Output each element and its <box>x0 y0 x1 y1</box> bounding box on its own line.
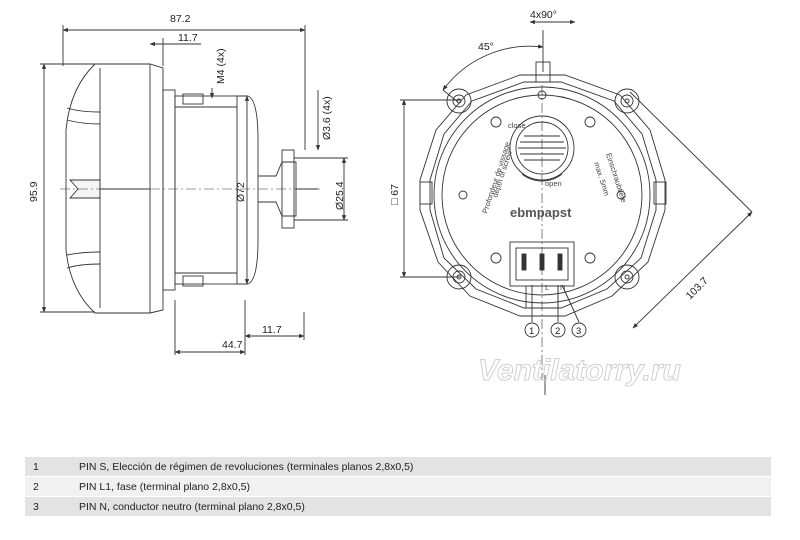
legend-number: 2 <box>25 476 71 497</box>
dim-square-size: □ 67 <box>389 184 401 205</box>
callout-2: 2 <box>555 326 560 337</box>
connector-pin-l: L <box>545 283 549 292</box>
engraving-open: open <box>545 179 562 188</box>
engraving-screw-right-1: Einschraubtiefe <box>604 152 629 204</box>
watermark: Ventilatorry.ru <box>478 354 681 387</box>
dim-boss-diameter: Ø25.4 <box>334 181 346 210</box>
legend-description: PIN S, Elección de régimen de revolucion… <box>71 457 771 477</box>
dim-pattern-angle: 4x90° <box>530 9 557 21</box>
dim-thread-spec: M4 (4x) <box>215 48 227 84</box>
side-view <box>40 25 348 355</box>
legend-number: 3 <box>25 496 71 517</box>
callout-3: 3 <box>576 326 581 337</box>
dim-body-length: 44.7 <box>222 339 243 351</box>
callout-1: 1 <box>529 326 534 337</box>
dim-flange-offset-top: 11.7 <box>178 32 198 44</box>
dim-offset-angle: 45° <box>478 41 494 53</box>
front-view <box>400 19 753 395</box>
engraving-close: close <box>508 121 526 130</box>
legend-row: 3 PIN N, conductor neutro (terminal plan… <box>25 496 771 517</box>
dim-overall-length: 87.2 <box>170 13 191 25</box>
legend-description: PIN N, conductor neutro (terminal plano … <box>71 496 771 517</box>
dim-pilot-diameter: Ø72 <box>235 182 247 202</box>
side-view-labels: 87.2 11.7 M4 (4x) 95.9 Ø72 Ø3.6 (4x) Ø25… <box>28 13 346 351</box>
dim-diagonal: 103.7 <box>684 275 711 302</box>
legend-row: 1 PIN S, Elección de régimen de revoluci… <box>25 457 771 477</box>
legend-row: 2 PIN L1, fase (terminal plano 2,8x0,5) <box>25 476 771 497</box>
dim-hole-diameter: Ø3.6 (4x) <box>321 96 333 140</box>
connector-pin-n: N <box>560 283 565 292</box>
legend-number: 1 <box>25 457 71 477</box>
dim-flange-offset-bottom: 11.7 <box>262 324 282 336</box>
pin-legend-table: 1 PIN S, Elección de régimen de revoluci… <box>25 457 771 517</box>
dim-overall-height: 95.9 <box>28 181 40 202</box>
brand-logo: ebmpapst <box>510 205 572 220</box>
legend-description: PIN L1, fase (terminal plano 2,8x0,5) <box>71 476 771 497</box>
